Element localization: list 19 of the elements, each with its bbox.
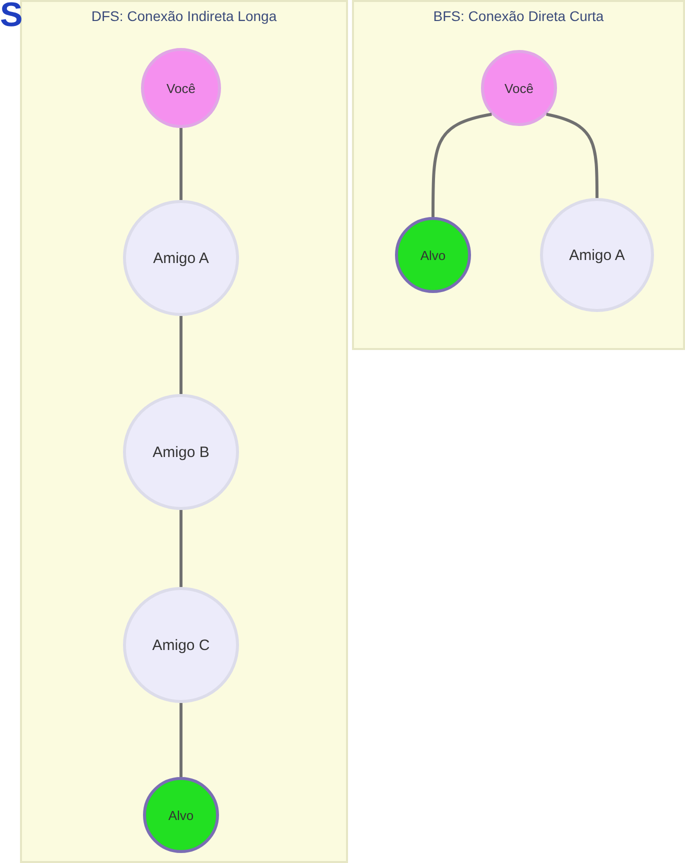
connector-line: [180, 510, 182, 587]
connector-line: [432, 112, 492, 217]
node-label: Amigo C: [152, 636, 210, 654]
node-label: Amigo A: [153, 250, 209, 266]
connector-line: [180, 703, 182, 777]
connector-line: [546, 112, 598, 198]
panel: [20, 0, 348, 863]
node-label: Amigo A: [569, 246, 625, 264]
node-label: Você: [504, 80, 534, 96]
node-label: Alvo: [420, 248, 446, 262]
cut-heading-fragment: S: [0, 0, 23, 35]
panel-title: DFS: Conexão Indireta Longa: [90, 8, 278, 24]
node-label: Você: [166, 80, 196, 96]
connector-line: [180, 128, 182, 200]
node-label: Amigo B: [152, 444, 210, 460]
node-label: Alvo: [168, 808, 194, 822]
panel-title: BFS: Conexão Direta Curta: [432, 8, 605, 24]
connector-line: [180, 316, 182, 394]
panel: [352, 0, 685, 350]
